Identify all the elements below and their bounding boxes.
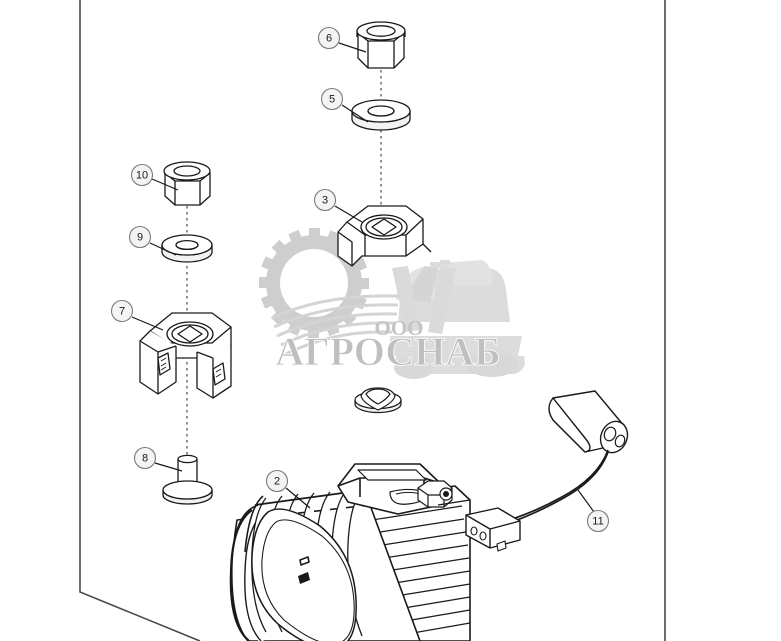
leader-6 — [338, 42, 367, 53]
callout-9[interactable]: 9 — [128, 225, 152, 249]
part-washer-upper — [351, 99, 411, 131]
leader-11 — [577, 489, 595, 513]
watermark-agrosnab: ООО АГРОСНАБ — [259, 228, 525, 379]
part-alternator-housing — [229, 463, 471, 641]
callout-2-label: 2 — [274, 476, 280, 488]
callout-11[interactable]: 11 — [586, 509, 610, 533]
callout-5-label: 5 — [329, 94, 335, 106]
callout-bubbles: 2 3 5 6 7 8 9 10 — [110, 26, 610, 533]
watermark-line2: АГРОСНАБ — [275, 329, 500, 374]
part-bracket-upper — [337, 205, 432, 267]
part-washer-lower — [161, 234, 213, 263]
frame-left-border — [79, 0, 201, 641]
callout-3[interactable]: 3 — [313, 188, 337, 212]
leader-8 — [154, 462, 183, 472]
callout-11-label: 11 — [592, 516, 603, 528]
callout-7-label: 7 — [119, 306, 125, 318]
callout-6[interactable]: 6 — [317, 26, 341, 50]
part-carriage-bolt — [162, 454, 213, 505]
leader-2 — [285, 487, 311, 509]
leader-9 — [149, 242, 177, 256]
leader-3 — [334, 205, 363, 223]
callout-6-label: 6 — [326, 33, 332, 45]
callout-8[interactable]: 8 — [133, 446, 157, 470]
part-hex-nut-upper — [356, 21, 406, 69]
callout-2[interactable]: 2 — [265, 469, 289, 493]
leader-10 — [151, 178, 179, 191]
callout-10-label: 10 — [136, 170, 148, 182]
part-cap-washer — [354, 387, 402, 414]
part-hex-nut-lower — [163, 161, 211, 206]
callout-8-label: 8 — [142, 453, 148, 465]
callout-9-label: 9 — [137, 232, 143, 244]
part-wiring-harness — [465, 390, 629, 552]
callout-3-label: 3 — [322, 195, 328, 207]
watermark-line1: ООО — [374, 316, 423, 340]
callout-10[interactable]: 10 — [130, 163, 154, 187]
callout-leaders — [131, 42, 595, 513]
leader-7 — [131, 316, 164, 331]
callout-7[interactable]: 7 — [110, 299, 134, 323]
page-frame — [79, 0, 666, 641]
part-bracket-lower — [139, 312, 232, 399]
leader-5 — [341, 104, 369, 123]
callout-5[interactable]: 5 — [320, 87, 344, 111]
